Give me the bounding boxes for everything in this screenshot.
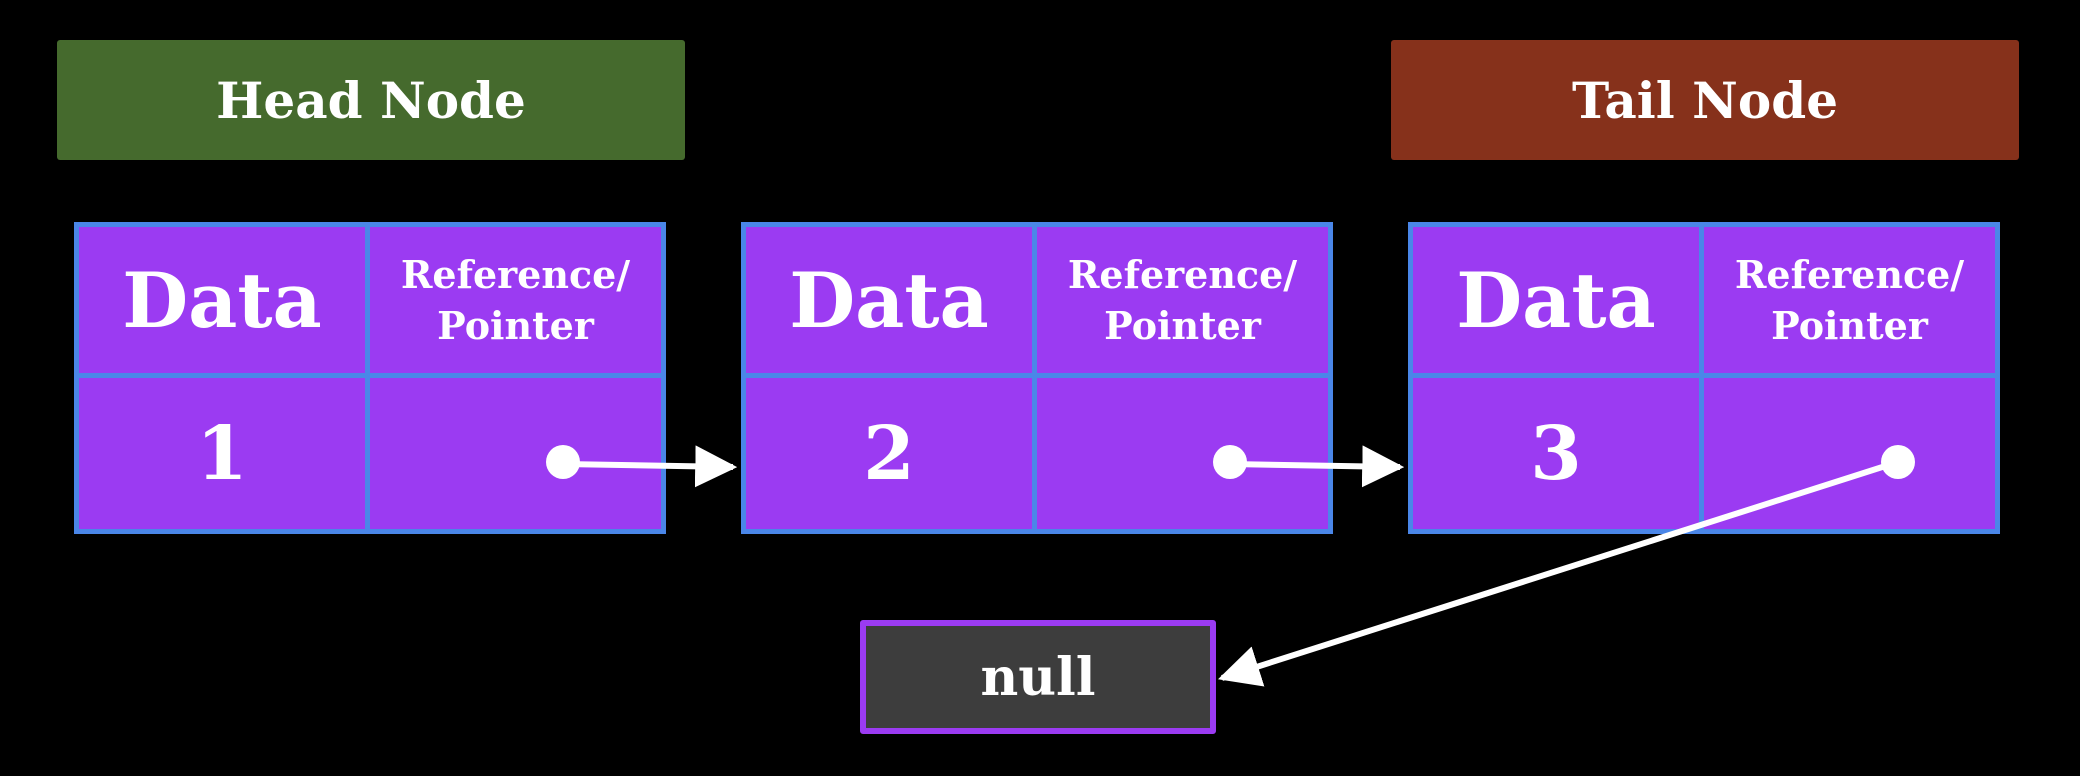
reference-header: Reference/ Pointer — [1704, 227, 1995, 378]
reference-header: Reference/ Pointer — [1037, 227, 1328, 378]
tail-node-label: Tail Node — [1391, 40, 2019, 160]
data-header: Data — [79, 227, 370, 378]
data-header: Data — [746, 227, 1037, 378]
pointer-cell — [1704, 378, 1995, 529]
data-header: Data — [1413, 227, 1704, 378]
pointer-cell — [1037, 378, 1328, 529]
node-value: 2 — [746, 378, 1037, 529]
list-node-2: Data Reference/ Pointer 2 — [741, 222, 1333, 534]
node-value: 3 — [1413, 378, 1704, 529]
reference-header: Reference/ Pointer — [370, 227, 661, 378]
node-value: 1 — [79, 378, 370, 529]
head-node-label: Head Node — [57, 40, 685, 160]
list-node-3: Data Reference/ Pointer 3 — [1408, 222, 2000, 534]
null-terminator: null — [860, 620, 1216, 734]
pointer-cell — [370, 378, 661, 529]
list-node-1: Data Reference/ Pointer 1 — [74, 222, 666, 534]
